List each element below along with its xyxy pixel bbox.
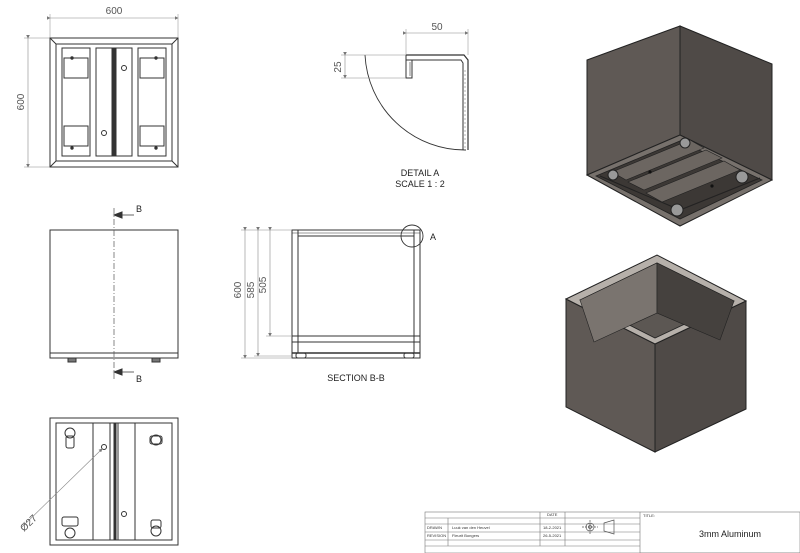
section-inner-dim: 585 (246, 281, 257, 298)
revision-name: Fleurit Bongers (452, 533, 479, 538)
section-b-b-view (241, 224, 424, 359)
section-title: SECTION B-B (327, 373, 385, 383)
drawn-date: 18-2-2021 (543, 525, 562, 530)
section-arrow-top-label: B (136, 204, 142, 214)
detail-height-dim: 25 (333, 61, 344, 73)
caster-icon (607, 137, 749, 217)
date-header: DATE (547, 512, 558, 517)
section-depth-dim: 505 (258, 276, 269, 293)
top-view (24, 14, 179, 168)
title-block (424, 511, 800, 553)
projection-symbol-icon (582, 519, 615, 535)
front-view (49, 208, 179, 380)
iso-view-bottom (585, 25, 774, 227)
detail-width-dim: 50 (431, 22, 443, 33)
detail-marker-label: A (430, 232, 436, 242)
top-height-dim: 600 (16, 93, 27, 110)
detail-title: DETAIL A (401, 168, 440, 178)
section-total-dim: 600 (233, 281, 244, 298)
drawn-label: DRAWN (427, 525, 442, 530)
revision-date: 26-5-2021 (543, 533, 562, 538)
drawn-name: Luuk van den Heuvel (452, 525, 490, 530)
drawing-title: 3mm Aluminum (699, 529, 761, 539)
detail-scale: SCALE 1 : 2 (395, 179, 445, 189)
top-width-dim: 600 (106, 6, 123, 17)
diameter-dim: Ø27 (18, 513, 40, 534)
section-arrow-bottom-label: B (136, 374, 142, 384)
iso-view-top (564, 254, 748, 453)
title-header: TITLE: (643, 513, 655, 518)
detail-a-view (341, 29, 469, 151)
bottom-view (21, 417, 179, 546)
revision-label: REVISION (427, 533, 446, 538)
